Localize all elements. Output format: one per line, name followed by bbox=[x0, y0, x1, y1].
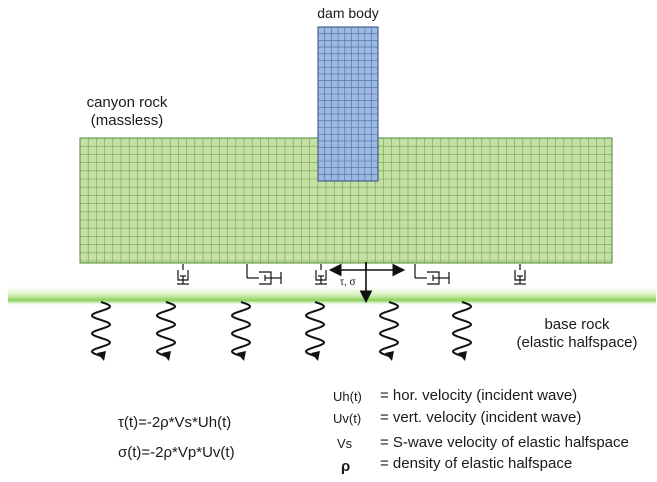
incident-wave-3 bbox=[230, 301, 252, 357]
incident-wave-6 bbox=[451, 301, 473, 357]
incident-wave-1 bbox=[90, 301, 112, 357]
ground-surface bbox=[8, 284, 656, 306]
legend-symbol-uv: Uv(t) bbox=[333, 411, 362, 426]
incident-wave-arrowhead bbox=[162, 351, 171, 361]
stress-arrows bbox=[328, 262, 406, 304]
dam-body-mesh bbox=[317, 26, 379, 182]
incident-wave-arrowhead bbox=[385, 351, 394, 361]
incident-wave-arrowhead bbox=[237, 351, 246, 361]
incident-waves bbox=[90, 301, 473, 361]
base-rock-label-line2: (elastic halfspace) bbox=[516, 334, 638, 351]
stress-symbol-label: τ, σ bbox=[340, 277, 356, 288]
tau-equation: τ(t)=-2ρ*Vs*Uh(t) bbox=[118, 414, 232, 431]
incident-wave-5 bbox=[378, 301, 400, 357]
legend-symbol-uh: Uh(t) bbox=[333, 389, 362, 404]
legend-text-uh: = hor. velocity (incident wave) bbox=[380, 387, 578, 404]
legend-symbol-rho: ρ bbox=[341, 458, 351, 475]
canyon-rock-label-line2: (massless) bbox=[90, 112, 164, 129]
incident-wave-arrowhead bbox=[97, 351, 106, 361]
dam-body-label: dam body bbox=[317, 5, 379, 21]
canyon-rock-label: canyon rock (massless) bbox=[72, 94, 182, 130]
legend-text-rho: = density of elastic halfspace bbox=[380, 455, 573, 472]
incident-wave-arrowhead bbox=[458, 351, 467, 361]
boundary-dampers bbox=[177, 264, 526, 285]
incident-wave-2 bbox=[155, 301, 177, 357]
legend-text-uv: = vert. velocity (incident wave) bbox=[380, 409, 582, 426]
base-rock-label-line1: base rock bbox=[544, 316, 610, 333]
base-rock-label: base rock (elastic halfspace) bbox=[500, 316, 654, 352]
legend-symbol-vs: Vs bbox=[337, 436, 353, 451]
canyon-rock-label-line1: canyon rock bbox=[86, 94, 168, 111]
sigma-equation: σ(t)=-2ρ*Vp*Uv(t) bbox=[118, 444, 235, 461]
incident-wave-4 bbox=[304, 301, 326, 357]
legend-text-vs: = S-wave velocity of elastic halfspace bbox=[380, 434, 629, 451]
incident-wave-arrowhead bbox=[311, 351, 320, 361]
